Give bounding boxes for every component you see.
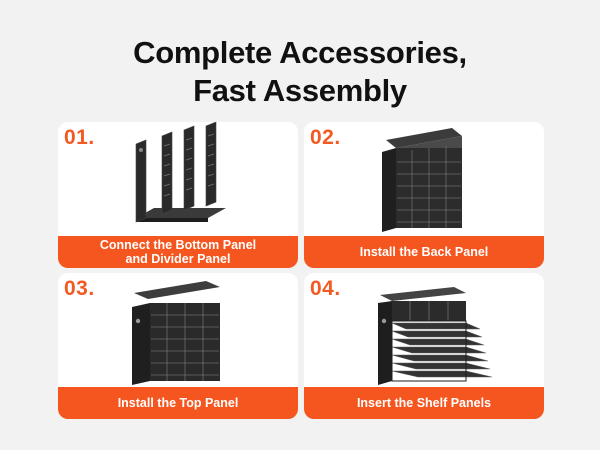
title-line-1: Complete Accessories, (133, 35, 467, 70)
back-panel-image (382, 128, 462, 232)
step-label: Insert the Shelf Panels (304, 387, 544, 419)
step-label-line-2: and Divider Panel (125, 252, 231, 266)
step-card-1: 01. Connect the Bottom Panel and Divid (58, 122, 298, 268)
step-card-2: 02. Install the Back Panel (304, 122, 544, 268)
step-label-line-1: Connect the Bottom Panel (99, 238, 257, 252)
page-title: Complete Accessories, Fast Assembly (0, 34, 600, 110)
step-label-line-1: Install the Back Panel (359, 245, 489, 259)
step-number: 04. (310, 277, 341, 300)
step-label-line-1: Install the Top Panel (117, 396, 239, 410)
step-number: 03. (64, 277, 95, 300)
step-number: 02. (310, 126, 341, 149)
step-label: Connect the Bottom Panel and Divider Pan… (58, 236, 298, 268)
step-card-4: 04. Insert the Shelf Panels (304, 273, 544, 419)
title-line-2: Fast Assembly (193, 73, 407, 108)
step-number: 01. (64, 126, 95, 149)
shelf-panels-image (378, 287, 493, 385)
step-label-line-1: Insert the Shelf Panels (356, 396, 492, 410)
step-card-3: 03. Install the Top Panel (58, 273, 298, 419)
top-panel-image (132, 281, 220, 385)
bottom-and-divider-panels-image (135, 122, 226, 223)
step-label: Install the Back Panel (304, 236, 544, 268)
step-label: Install the Top Panel (58, 387, 298, 419)
